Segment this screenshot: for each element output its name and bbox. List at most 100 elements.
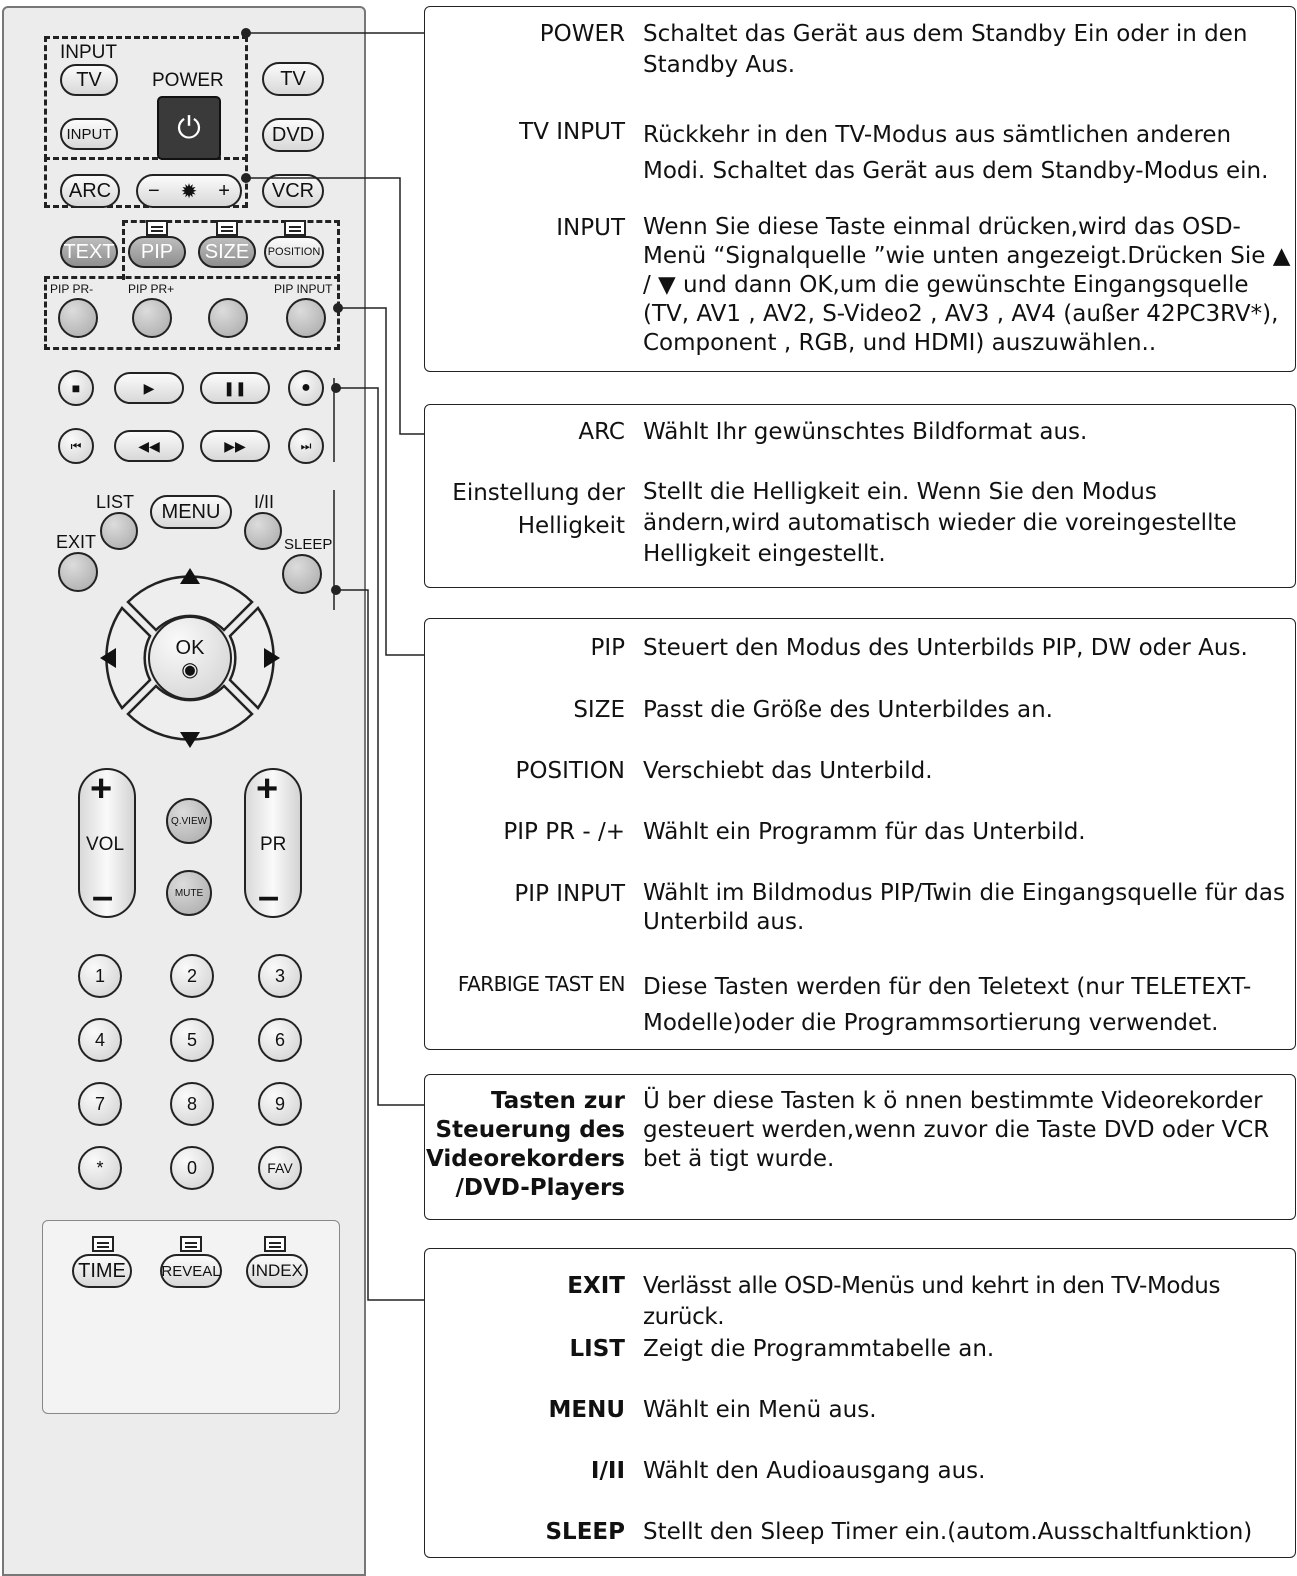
vcr-button[interactable]: VCR (262, 174, 324, 208)
brightness-plus: + (218, 179, 230, 202)
info-description: Wählt im Bildmodus PIP/Twin die Eingangs… (643, 880, 1285, 935)
info-description: Zeigt die Programmtabelle an. (643, 1336, 995, 1362)
red-color-button[interactable] (58, 298, 98, 338)
previous-button[interactable]: ⏮ (58, 428, 94, 464)
digit-button[interactable]: 2 (170, 954, 214, 998)
pause-button[interactable]: ❚❚ (200, 372, 270, 404)
info-term: I/II (590, 1458, 625, 1484)
program-rocker[interactable] (244, 768, 302, 918)
digit-button[interactable]: 6 (258, 1018, 302, 1062)
info-term: Tasten zur Steuerung des Videorekorders … (425, 1088, 625, 1201)
play-icon: ▶ (143, 379, 155, 396)
info-term: SLEEP (545, 1519, 625, 1545)
play-button[interactable]: ▶ (114, 372, 184, 404)
brightness-icon: ✹ (180, 180, 198, 203)
teletext-reveal-icon (180, 1236, 202, 1252)
tv-mode-button[interactable]: TV (262, 62, 324, 96)
brightness-minus: − (148, 179, 160, 202)
info-description: Verschiebt das Unterbild. (643, 758, 933, 784)
pip-button[interactable]: PIP (128, 236, 186, 268)
next-button[interactable]: ⏭ (288, 428, 324, 464)
program-down-icon: – (258, 876, 280, 918)
volume-up-icon: + (90, 768, 113, 810)
exit-button[interactable] (58, 552, 98, 592)
position-button[interactable]: POSITION (264, 236, 324, 268)
stop-icon: ■ (71, 380, 81, 396)
nav-left-button[interactable] (105, 606, 152, 710)
sleep-label: SLEEP (284, 536, 333, 553)
vol-label: VOL (86, 834, 125, 855)
ok-target-icon: ◉ (181, 658, 199, 681)
digit-button[interactable]: 9 (258, 1082, 302, 1126)
reveal-button[interactable]: REVEAL (160, 1254, 222, 1288)
green-color-button[interactable] (132, 298, 172, 338)
skip-forward-icon: ⏭ (300, 438, 312, 453)
teletext-panel (42, 1220, 340, 1414)
info-term: Einstellung der Helligkeit (452, 480, 625, 539)
list-label: LIST (96, 492, 135, 512)
power-button[interactable]: ⏻ (157, 96, 221, 160)
info-term: INPUT (556, 215, 625, 241)
text-button[interactable]: TEXT (60, 236, 118, 268)
fav-button[interactable]: FAV (258, 1146, 302, 1190)
index-button[interactable]: INDEX (246, 1254, 308, 1288)
navigation-ring (100, 568, 280, 748)
record-icon: ● (301, 379, 311, 396)
info-description: Diese Tasten werden für den Teletext (nu… (643, 974, 1252, 1036)
star-button[interactable]: * (78, 1146, 122, 1190)
arc-button[interactable]: ARC (60, 174, 120, 208)
dvd-button[interactable]: DVD (262, 118, 324, 152)
input-button[interactable]: INPUT (60, 118, 118, 150)
list-button[interactable] (100, 512, 138, 550)
info-description: Wählt ein Programm für das Unterbild. (643, 819, 1086, 845)
fast-forward-button[interactable]: ▶▶ (200, 430, 270, 462)
ok-label: OK (175, 636, 205, 659)
digit-button[interactable]: 7 (78, 1082, 122, 1126)
nav-right-button[interactable] (228, 606, 275, 710)
arrow-right-icon (264, 648, 280, 668)
power-icon: ⏻ (177, 110, 201, 146)
info-term: PIP (590, 635, 625, 661)
ok-button[interactable]: OK ◉ (148, 616, 232, 700)
record-button[interactable]: ● (288, 370, 324, 406)
rewind-icon: ◀◀ (138, 437, 160, 454)
i-ii-button[interactable] (244, 512, 282, 550)
info-description: Stellt den Sleep Timer ein.(autom.Aussch… (643, 1519, 1253, 1545)
info-description: Wählt ein Menü aus. (643, 1397, 877, 1423)
info-term: ARC (578, 419, 625, 445)
sleep-button[interactable] (282, 554, 322, 594)
volume-rocker[interactable] (78, 768, 136, 918)
info-description: Steuert den Modus des Unterbilds PIP, DW… (643, 635, 1248, 661)
digit-button[interactable]: 4 (78, 1018, 122, 1062)
info-term: FARBIGE TAST EN (457, 972, 626, 996)
tv-input-button[interactable]: TV (60, 64, 118, 96)
exit-label: EXIT (56, 532, 97, 552)
info-description: Rückkehr in den TV-Modus aus sämtlichen … (643, 122, 1269, 184)
blue-color-button[interactable] (286, 298, 326, 338)
digit-button[interactable]: 0 (170, 1146, 214, 1190)
time-button[interactable]: TIME (72, 1254, 132, 1288)
digit-button[interactable]: 3 (258, 954, 302, 998)
info-box-power: POWER Schaltet das Gerät aus dem Standby… (424, 6, 1296, 372)
qview-button[interactable]: Q.VIEW (166, 798, 212, 844)
remote-control: INPUT TV POWER ⏻ TV INPUT DVD ARC − ✹ + … (0, 0, 372, 1576)
mute-button[interactable]: MUTE (166, 870, 212, 916)
info-term: SIZE (573, 697, 625, 723)
info-description: Wählt den Audioausgang aus. (643, 1458, 986, 1484)
pip-input-label: PIP INPUT (274, 282, 333, 296)
digit-button[interactable]: 5 (170, 1018, 214, 1062)
info-term: EXIT (567, 1273, 625, 1299)
teletext-icon (284, 220, 306, 236)
nav-down-button[interactable] (126, 684, 254, 741)
size-button[interactable]: SIZE (198, 236, 256, 268)
stop-button[interactable]: ■ (58, 370, 94, 406)
digit-button[interactable]: 1 (78, 954, 122, 998)
menu-button[interactable]: MENU (150, 495, 232, 529)
brightness-control[interactable]: − ✹ + (136, 174, 242, 208)
skip-back-icon: ⏮ (70, 438, 82, 453)
rewind-button[interactable]: ◀◀ (114, 430, 184, 462)
yellow-color-button[interactable] (208, 298, 248, 338)
arrow-down-icon (180, 732, 200, 748)
pr-label: PR (260, 834, 287, 855)
digit-button[interactable]: 8 (170, 1082, 214, 1126)
